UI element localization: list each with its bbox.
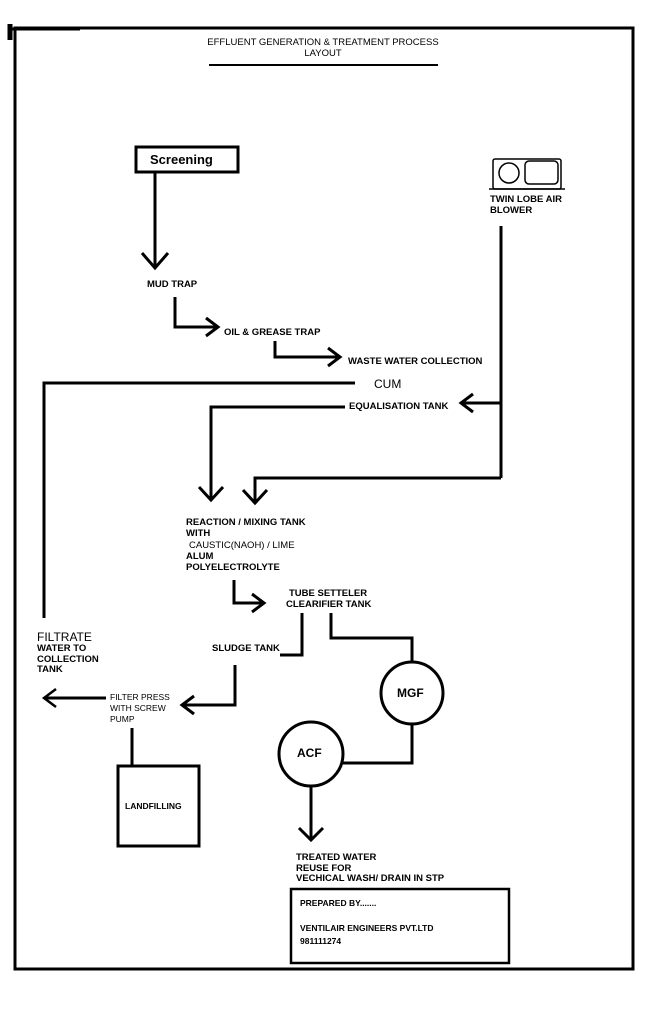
filtrate-heading: FILTRATE <box>37 630 92 644</box>
oil-grease-trap-label: OIL & GREASE TRAP <box>224 327 321 338</box>
arrowhead <box>41 688 57 708</box>
filtrate-label: WATER TO COLLECTION TANK <box>37 643 99 676</box>
screening-box <box>134 145 240 174</box>
treated-water-label: TREATED WATER REUSE FOR VECHICAL WASH/ D… <box>296 852 445 885</box>
filtrate-line-3: TANK <box>37 664 63 676</box>
reaction-line-1: REACTION / MIXING TANK <box>186 517 306 528</box>
sludge-tank-label: SLUDGE TANK <box>212 643 280 654</box>
reaction-tank-label: REACTION / MIXING TANK WITH <box>186 517 306 539</box>
cum-label: CUM <box>374 377 402 391</box>
flow-mudtrap-oilgrease <box>173 297 218 329</box>
flow-filtrate-return <box>42 381 355 618</box>
company-phone: 981111274 <box>300 936 342 946</box>
flow-equalisation-reaction <box>209 405 345 500</box>
caustic-label: CAUSTIC(NAOH) / LIME <box>189 540 295 551</box>
equalisation-tank-label: EQUALISATION TANK <box>349 401 449 412</box>
reaction-line-2: WITH <box>186 527 211 539</box>
blower-label: TWIN LOBE AIR BLOWER <box>490 194 562 216</box>
flow-oilgrease-wastewater <box>273 341 340 359</box>
alum-line: ALUM <box>186 551 214 562</box>
chemicals-label: ALUM POLYELECTROLYTE <box>186 551 280 573</box>
prepared-box <box>289 887 511 965</box>
blower-line-1: TWIN LOBE AIR <box>490 194 562 205</box>
arrowhead <box>197 485 225 503</box>
tube-settler-line-2: CLEARIFIER TANK <box>286 598 372 610</box>
treated-line-2: REUSE FOR <box>296 862 352 874</box>
arrowhead <box>241 488 269 506</box>
flow-reaction-tubesettler <box>232 580 264 605</box>
arrowhead <box>297 826 325 843</box>
arrowhead <box>251 592 267 614</box>
arrowhead <box>327 346 343 368</box>
blower-line-2: BLOWER <box>490 204 533 216</box>
landfilling-box <box>116 764 201 848</box>
filter-press-label: FILTER PRESS WITH SCREW PUMP <box>110 692 170 725</box>
arrowhead <box>179 694 195 716</box>
diagram-title: EFFLUENT GENERATION & TREATMENT PROCESS … <box>207 37 439 59</box>
arrowhead <box>458 392 474 414</box>
filtrate-line-2: COLLECTION <box>37 653 99 665</box>
prepared-by-label: PREPARED BY....... <box>300 898 377 908</box>
title-line-1: EFFLUENT GENERATION & TREATMENT PROCESS <box>207 37 439 48</box>
polyelectrolyte-line: POLYELECTROLYTE <box>186 561 280 573</box>
twin-lobe-blower-icon <box>489 158 565 190</box>
filter-press-line-3: PUMP <box>110 714 135 725</box>
filter-press-line-1: FILTER PRESS <box>110 692 170 702</box>
waste-water-collection-label: WASTE WATER COLLECTION <box>348 356 483 367</box>
flow-sludge-filterpress <box>182 665 237 707</box>
treated-line-3: VECHICAL WASH/ DRAIN IN STP <box>296 873 445 885</box>
title-line-2: LAYOUT <box>304 47 342 59</box>
arrowhead <box>205 316 221 338</box>
mud-trap-label: MUD TRAP <box>147 279 198 290</box>
landfilling-label: LANDFILLING <box>125 801 182 811</box>
filter-press-line-2: WITH SCREW <box>110 703 166 714</box>
flow-mgf-acf <box>343 724 414 765</box>
page-frame <box>13 26 635 971</box>
company-name: VENTILAIR ENGINEERS PVT.LTD <box>300 923 434 933</box>
tube-settler-label: TUBE SETTELER CLEARIFIER TANK <box>286 588 372 610</box>
filtrate-line-1: WATER TO <box>37 643 87 654</box>
tube-settler-line-1: TUBE SETTELER <box>289 588 368 599</box>
screening-label: Screening <box>150 152 213 167</box>
flow-tubesettler-sludge <box>280 613 304 657</box>
treated-line-1: TREATED WATER <box>296 852 377 863</box>
acf-label: ACF <box>297 746 322 760</box>
mgf-label: MGF <box>397 686 424 700</box>
flow-blower-reaction <box>253 476 501 503</box>
arrowhead <box>140 252 170 271</box>
flow-tubesettler-mgf <box>329 613 414 663</box>
